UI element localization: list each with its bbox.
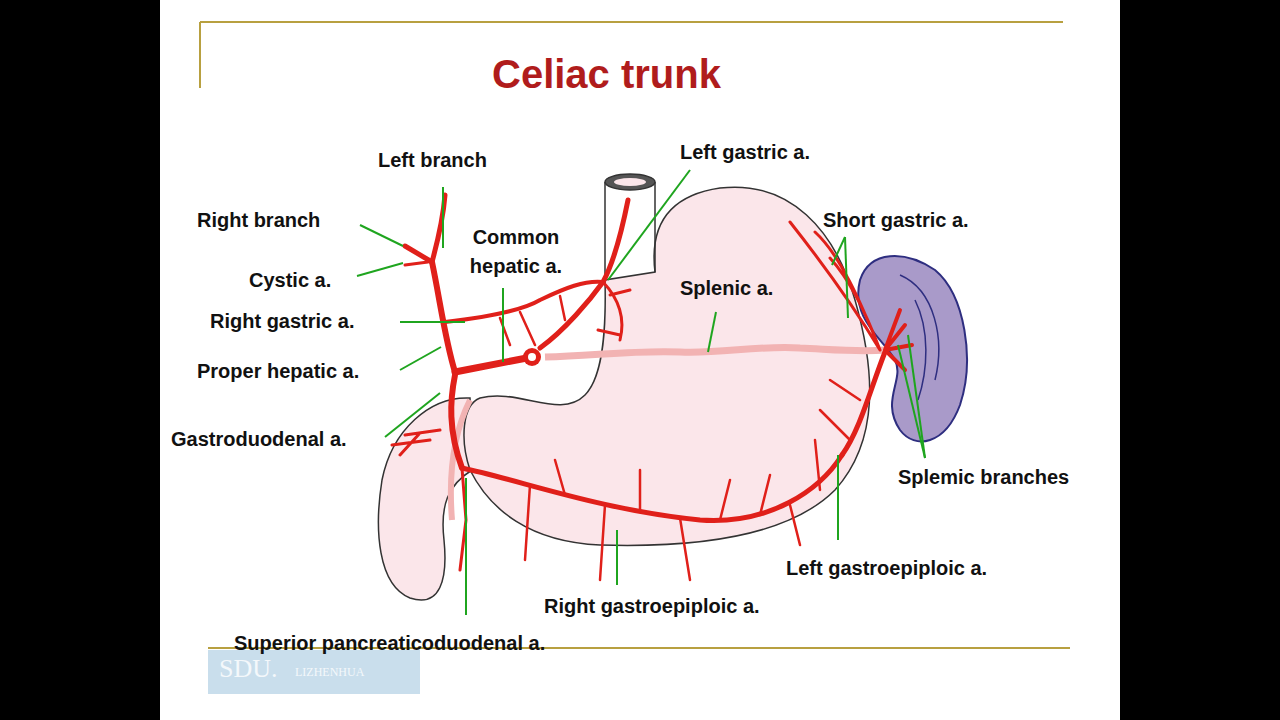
leader-line bbox=[360, 225, 403, 246]
leader-line bbox=[465, 478, 467, 615]
leader-line bbox=[400, 347, 441, 370]
leader-line bbox=[385, 393, 440, 437]
leader-line bbox=[832, 237, 845, 265]
esophagus-lumen bbox=[614, 178, 646, 186]
part-label: Proper hepatic a. bbox=[197, 357, 359, 386]
leader-line bbox=[608, 170, 690, 280]
slide-title: Celiac trunk bbox=[492, 52, 721, 97]
part-label: Superior pancreaticoduodenal a. bbox=[234, 629, 545, 658]
leader-line bbox=[502, 288, 504, 362]
part-label: Common hepatic a. bbox=[452, 223, 580, 281]
watermark-box bbox=[208, 650, 420, 694]
right-gastric-artery bbox=[445, 282, 603, 322]
part-label: Right branch bbox=[197, 206, 320, 235]
leader-line bbox=[442, 187, 444, 248]
celiac-trunk bbox=[523, 348, 541, 366]
pancreaticoduodenal-artery bbox=[392, 430, 466, 570]
leader-line bbox=[845, 237, 848, 318]
leader-line bbox=[908, 335, 925, 458]
artery-tree bbox=[392, 195, 912, 580]
leader-line bbox=[837, 455, 839, 540]
gastric-twigs bbox=[500, 296, 565, 345]
gastroduodenal-artery bbox=[451, 375, 462, 468]
watermark: LIZHENHUA bbox=[295, 664, 364, 680]
part-label: Gastroduodenal a. bbox=[171, 425, 347, 454]
cystic-artery bbox=[405, 262, 428, 265]
slide-background bbox=[160, 0, 1120, 720]
gastroepiploic-branches bbox=[525, 380, 860, 580]
leader-lines bbox=[357, 170, 925, 615]
leader-line bbox=[708, 312, 716, 352]
right-gastroepiploic-artery bbox=[462, 455, 842, 520]
celiac-trunk-lumen bbox=[528, 353, 536, 361]
part-label: Splenic a. bbox=[680, 274, 773, 303]
part-label: Splemic branches bbox=[898, 463, 1069, 492]
part-label: Short gastric a. bbox=[823, 206, 969, 235]
right-hepatic-branch bbox=[405, 246, 432, 262]
left-gastric-branches bbox=[598, 282, 630, 340]
leader-line bbox=[616, 530, 618, 585]
part-label: Right gastroepiploic a. bbox=[544, 592, 760, 621]
frame-line bbox=[199, 22, 201, 88]
part-label: Cystic a. bbox=[249, 266, 331, 295]
watermark: SDU. bbox=[219, 654, 278, 684]
leader-line bbox=[400, 321, 465, 323]
part-label: Left gastroepiploic a. bbox=[786, 554, 987, 583]
esophagus-opening bbox=[605, 174, 655, 190]
duodenum bbox=[378, 398, 472, 600]
common-hepatic-artery bbox=[455, 357, 532, 372]
splenic-artery bbox=[545, 347, 885, 357]
frame-line bbox=[200, 21, 1063, 23]
proper-hepatic-artery bbox=[432, 262, 455, 372]
part-label: Left gastric a. bbox=[680, 138, 810, 167]
part-label: Right gastric a. bbox=[210, 307, 354, 336]
part-label: Left branch bbox=[378, 146, 487, 175]
short-gastric-arteries bbox=[790, 222, 880, 350]
leader-line bbox=[357, 263, 403, 276]
